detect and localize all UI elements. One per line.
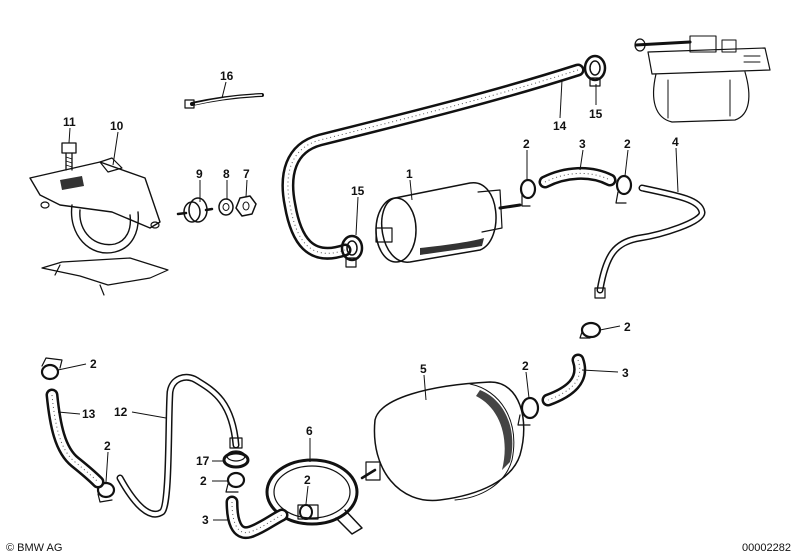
fuel-hose-14 [281,63,585,260]
label-2-top-right: 2 [624,137,631,151]
mounting-strap-6 [265,458,363,535]
label-2-pump: 2 [523,137,530,151]
fuel-hose-3-bottom [225,495,289,540]
fuel-hose-3-top [538,166,617,189]
hose-clamp-15-top [583,54,607,87]
hose-clamp-2-d [517,396,540,426]
label-2-bottom-left: 2 [104,439,111,453]
label-6: 6 [306,424,313,438]
document-number: 00002282 [742,542,791,554]
fuel-hose-13 [45,388,105,489]
label-1: 1 [406,167,413,181]
label-15-top: 15 [589,107,603,121]
hose-clamp-15-left [340,234,364,268]
label-13: 13 [82,407,96,421]
label-8: 8 [223,167,230,181]
fuel-canister-5 [360,381,525,502]
screw-11 [61,142,77,171]
washer-8 [218,198,234,216]
hose-clamp-2-h [40,357,63,381]
label-4: 4 [672,135,679,149]
label-2-top-left: 2 [90,357,97,371]
grommet-17 [222,450,250,469]
label-9: 9 [196,167,203,181]
fuel-pump-1 [375,182,522,263]
label-3-bottom: 3 [202,513,209,527]
label-10: 10 [110,119,124,133]
label-14: 14 [553,119,567,133]
label-15-left: 15 [351,184,365,198]
hose-clamp-2-b [615,174,633,204]
tank-sender-unit [634,35,771,123]
hose-clamp-2-a [519,178,537,207]
rubber-mount-9 [176,197,214,223]
label-5: 5 [420,362,427,376]
label-2-grommet: 2 [200,474,207,488]
hose-clamp-2-f [225,471,246,493]
label-7: 7 [243,167,250,181]
mounting-bracket-10 [29,157,169,296]
fuel-hose-3-right [541,353,587,407]
hose-clamp-2-g [96,481,116,503]
label-16: 16 [220,69,234,83]
callout-labels: 16 11 10 9 8 7 1 15 14 15 2 3 2 4 2 3 2 … [63,69,679,527]
cable-tie-16 [184,93,264,109]
label-2-mid-right: 2 [624,320,631,334]
hose-clamp-2-e [299,504,313,520]
label-3-top: 3 [579,137,586,151]
label-11: 11 [63,115,76,129]
fuel-pipe-12 [116,373,243,518]
leader-lines [57,79,679,521]
nut-7 [235,195,257,217]
fuel-pipe-4 [594,184,706,299]
label-17: 17 [196,454,210,468]
label-2-strap: 2 [304,473,311,487]
label-3-right: 3 [622,366,629,380]
copyright-text: © BMW AG [6,542,63,554]
hose-clamp-2-c [579,321,602,339]
label-12: 12 [114,405,128,419]
label-2-canister: 2 [522,359,529,373]
